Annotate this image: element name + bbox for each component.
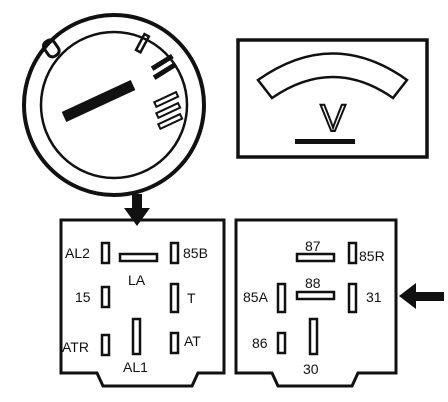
label-al2: AL2	[65, 245, 90, 261]
label-30: 30	[303, 361, 319, 377]
position-1-marker	[134, 32, 151, 55]
ignition-switch	[22, 13, 206, 197]
arrow-down-icon	[124, 194, 150, 226]
label-31: 31	[366, 289, 382, 305]
label-15: 15	[75, 289, 91, 305]
label-la: LA	[128, 272, 146, 288]
position-2-marker-b	[152, 62, 176, 80]
pin-at	[169, 331, 180, 355]
key-slot	[61, 80, 136, 122]
label-atr: ATR	[62, 339, 89, 355]
label-t: T	[187, 290, 196, 306]
switch-inner-ring	[39, 30, 189, 180]
connector-right: 87 85R 88 85A 31 86 30	[234, 218, 398, 388]
position-3-marker-a	[152, 90, 180, 109]
arrow-left-icon	[399, 283, 444, 309]
position-0-marker	[41, 38, 61, 59]
pin-15	[100, 285, 111, 309]
label-86: 86	[252, 335, 268, 351]
label-85r: 85R	[359, 248, 385, 264]
pin-atr	[100, 333, 111, 357]
pin-31	[347, 282, 358, 314]
voltmeter: V	[236, 38, 429, 159]
voltmeter-symbol: V	[320, 98, 346, 140]
pin-85r	[347, 241, 358, 265]
pin-30	[308, 317, 319, 356]
pin-87	[295, 252, 336, 263]
label-87: 87	[305, 238, 321, 254]
label-85b: 85B	[183, 245, 208, 261]
position-2-marker	[150, 53, 174, 71]
label-88: 88	[305, 275, 321, 291]
pin-t	[169, 282, 180, 314]
label-at: AT	[184, 333, 201, 349]
switch-outer-ring	[22, 13, 206, 197]
label-al1: AL1	[123, 359, 148, 375]
position-3-marker-b	[154, 101, 182, 120]
voltmeter-underline	[295, 139, 355, 144]
voltmeter-frame	[236, 38, 429, 159]
connector-right-housing	[234, 218, 398, 388]
pin-85b	[169, 241, 180, 265]
pin-al1	[131, 317, 142, 356]
pin-85a	[276, 282, 287, 314]
connector-left: AL2 85B LA 15 T ATR AL1 AT	[59, 218, 226, 388]
position-3-marker-c	[156, 112, 184, 131]
pin-la	[118, 252, 159, 263]
pin-88	[295, 290, 336, 301]
pin-86	[276, 331, 287, 355]
connector-left-housing	[59, 218, 226, 388]
pin-al2	[100, 241, 111, 265]
voltmeter-scale-arc	[256, 52, 409, 100]
label-85a: 85A	[243, 289, 269, 305]
